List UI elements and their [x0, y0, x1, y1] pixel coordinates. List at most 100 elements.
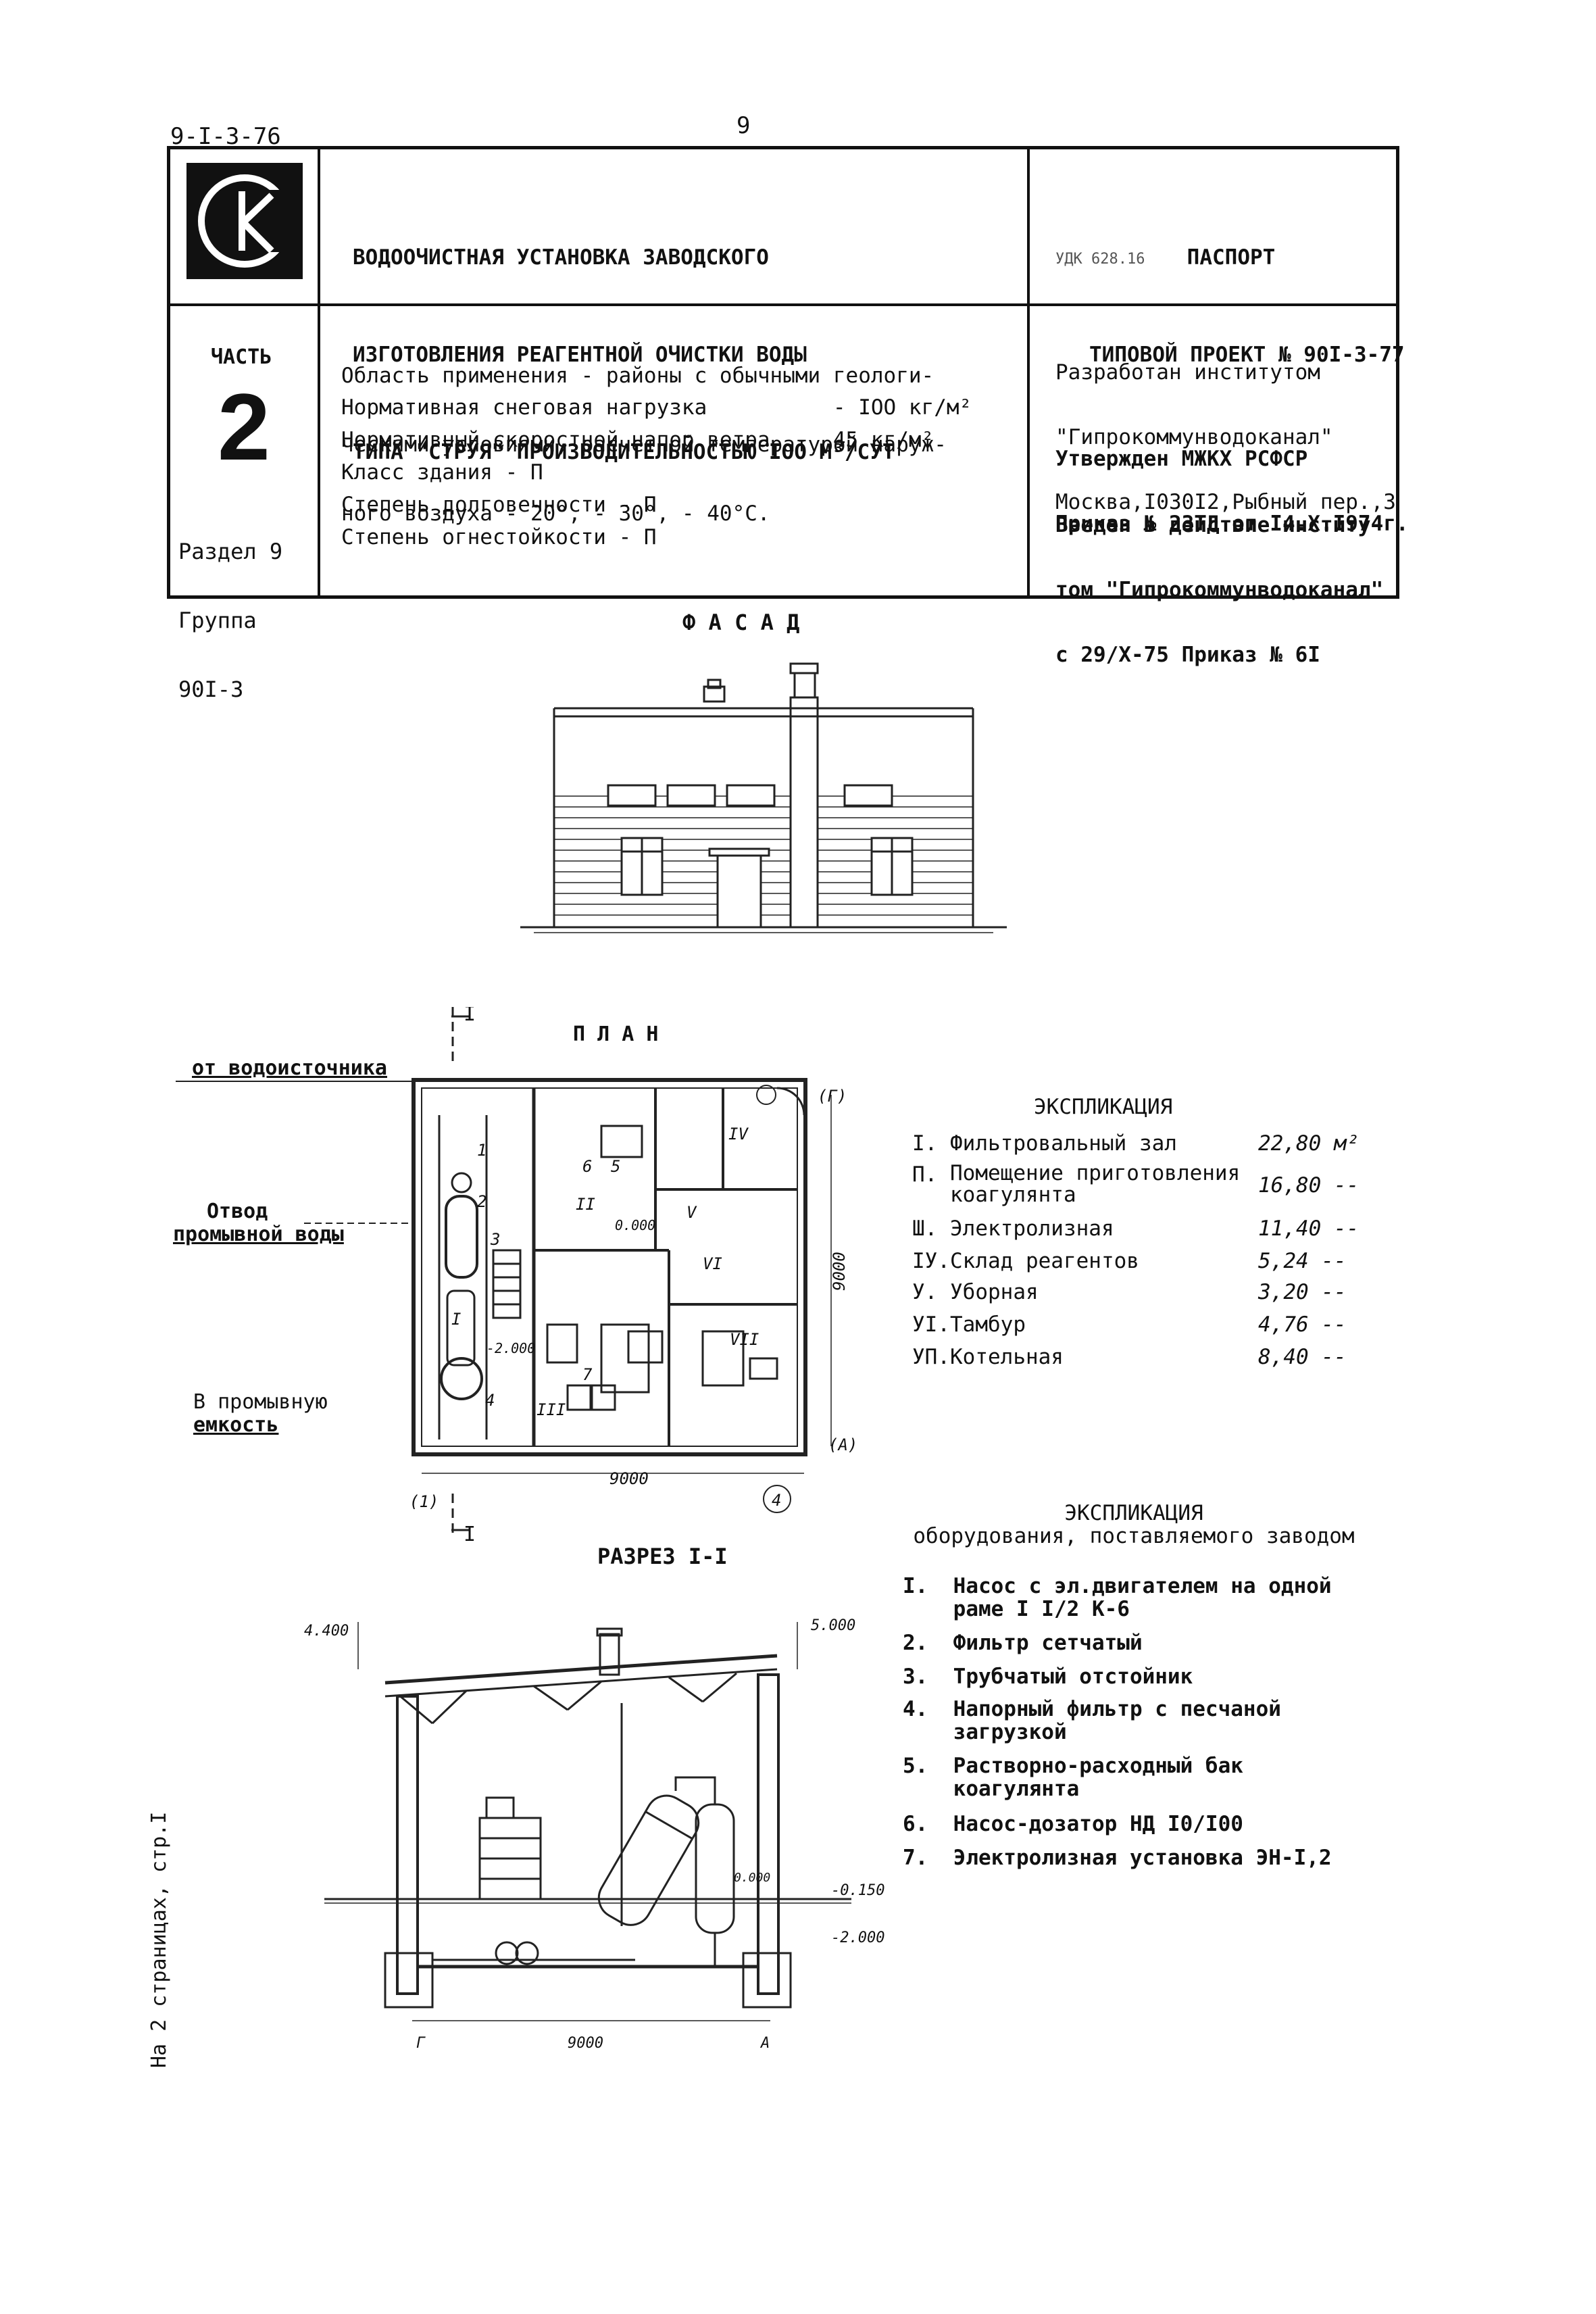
title-line-2: ИЗГОТОВЛЕНИЯ РЕАГЕНТНОЙ ОЧИСТКИ ВОДЫ: [353, 343, 807, 367]
room-7-area: 8,40 --: [1258, 1345, 1347, 1369]
plan-dim-9000-h: 9000: [609, 1469, 649, 1488]
ck-logo-icon: [186, 163, 303, 279]
section-axis-a: А: [759, 2035, 770, 2052]
enacted-line-1: Введен в действие институ-: [1055, 513, 1384, 537]
roof-vent-icon: [703, 685, 726, 703]
developer-line-3: Москва,I030I2,Рыбный пер.,3: [1055, 490, 1396, 514]
to-tank-label-2: емкость: [193, 1413, 278, 1437]
room-mark-1: I: [451, 1310, 461, 1329]
equipment-item-6: 6. Насос-дозатор НД I0/I00: [903, 1812, 1243, 1836]
developer-line-2: "Гипрокоммунводоканал": [1055, 425, 1333, 449]
equip-mark-5: 5: [611, 1157, 620, 1176]
equipment-item-3: 3. Трубчатый отстойник: [903, 1665, 1193, 1689]
application-area: Область применения - районы с обычными г…: [341, 318, 947, 571]
section-title: РАЗРЕЗ I-I: [597, 1544, 728, 1569]
application-line-2: ческими условиями, расчетной температуро…: [341, 433, 947, 457]
title-line-1: ВОДООЧИСТНАЯ УСТАНОВКА ЗАВОДСКОГО: [353, 245, 769, 270]
application-line-3: ного воздуха - 20°, - 30°, - 40°С.: [341, 501, 770, 526]
level-m2000: -2.000: [831, 1929, 884, 1946]
room-1-name: Фильтровальный зал: [950, 1131, 1177, 1156]
room-4-name: Склад реагентов: [950, 1249, 1139, 1273]
equip-mark-3: 3: [490, 1230, 500, 1249]
chimney: [789, 696, 819, 929]
fire-resistance-degree: Степень огнестойкости - П: [341, 525, 657, 549]
project-number: ТИПОВОЙ ПРОЕКТ № 90I-3-77: [1089, 343, 1405, 367]
room-1-area: 22,80 м²: [1258, 1131, 1360, 1156]
equipment-item-4: 4. Напорный фильтр с песчаной загрузкой: [903, 1697, 1281, 1744]
level-zero: 0.000: [615, 1217, 655, 1233]
wind-load: Нормативный скоростной напор ветра - 45 …: [341, 428, 934, 452]
part-number: 2: [218, 374, 270, 480]
room-mark-2: II: [576, 1195, 595, 1214]
facade-title: Ф А С А Д: [682, 610, 800, 635]
drain-label-1: Отвод: [207, 1200, 268, 1223]
room-7-name: Котельная: [950, 1345, 1064, 1369]
developer-line-1: Разработан институтом: [1055, 360, 1320, 385]
project-title: ВОДООЧИСТНАЯ УСТАНОВКА ЗАВОДСКОГО ИЗГОТО…: [353, 176, 895, 533]
enacted-line-3: с 29/X-75 Приказ № 6I: [1055, 643, 1320, 667]
room-2-num: П.: [912, 1162, 938, 1187]
enactment-info: Введен в действие институ- том "Гипроком…: [1055, 471, 1383, 709]
approved-line-1: Утвержден МЖКХ РСФСР: [1055, 447, 1308, 471]
room-5-num: У.: [912, 1280, 938, 1304]
room-mark-3: III: [537, 1400, 566, 1419]
durability-degree: Степень долговечности - П: [341, 493, 657, 517]
title-line-3: ТИПА "СТРУЯ" ПРОИЗВОДИТЕЛЬНОСТЬЮ IOO М³/…: [353, 440, 895, 464]
room-mark-6: VI: [703, 1254, 722, 1273]
level-minus-2: -2.000: [487, 1340, 535, 1356]
passport-header-table: ВОДООЧИСТНАЯ УСТАНОВКА ЗАВОДСКОГО ИЗГОТО…: [167, 146, 1409, 701]
explication-title: ЭКСПЛИКАЦИЯ: [1034, 1095, 1173, 1119]
drain-label-2: промывной воды: [173, 1223, 344, 1246]
room-4-area: 5,24 --: [1258, 1249, 1347, 1273]
room-4-num: IУ.: [912, 1249, 950, 1273]
equipment-item-2: 2. Фильтр сетчатый: [903, 1631, 1143, 1655]
section-group: Раздел 9 Группа 90I-3: [178, 494, 282, 747]
room-1-num: I.: [912, 1131, 938, 1156]
group-line: Группа: [178, 608, 257, 633]
section-mark-top: I: [464, 1007, 476, 1026]
axis-g-label: (Г): [818, 1087, 847, 1106]
level-5000: 5.000: [811, 1617, 855, 1634]
plan-dim-9000-v: 9000: [830, 1252, 849, 1291]
enacted-line-2: том "Гипрокоммунводоканал": [1055, 578, 1384, 602]
room-3-num: Ш.: [912, 1216, 938, 1241]
room-6-name: Тамбур: [950, 1312, 1026, 1337]
equipment-item-1: I. Насос с эл.двигателем на одной раме I…: [903, 1574, 1332, 1621]
room-6-num: УI.: [912, 1312, 950, 1337]
room-5-area: 3,20 --: [1258, 1280, 1347, 1304]
snow-load: Нормативная снеговая нагрузка - IOO кг/м…: [341, 395, 972, 420]
from-source-label: от водоисточника: [192, 1056, 387, 1080]
room-7-num: УП.: [912, 1345, 950, 1369]
section-line: Раздел 9: [178, 539, 283, 564]
page-number: 9: [737, 112, 751, 139]
floor-plan: П Л А Н I I от водоисточника Отвод промы…: [173, 1007, 857, 1546]
level-0150: -0.150: [831, 1882, 884, 1899]
application-line-1: Область применения - районы с обычными г…: [341, 364, 934, 388]
equipment-title-line-2: оборудования, поставляемого заводом: [913, 1524, 1355, 1548]
equipment-title-line-1: ЭКСПЛИКАЦИЯ: [1064, 1501, 1203, 1525]
room-2-area: 16,80 --: [1258, 1173, 1360, 1198]
plan-title: П Л А Н: [573, 1023, 658, 1046]
room-mark-5: V: [687, 1203, 697, 1222]
axis-a-label: (А): [828, 1435, 857, 1454]
equipment-item-7: 7. Электролизная установка ЭН-I,2: [903, 1846, 1332, 1870]
axis-1-label: (1): [409, 1492, 439, 1511]
room-mark-4: IV: [728, 1125, 749, 1143]
room-6-area: 4,76 --: [1258, 1312, 1347, 1337]
passport-label: ПАСПОРТ: [1187, 245, 1276, 270]
document-code: 9-I-3-76: [170, 123, 281, 150]
level-0000: 0.000: [734, 1871, 770, 1885]
facade-drawing: [520, 662, 1007, 933]
equip-mark-6: 6: [582, 1157, 592, 1176]
equip-mark-1: 1: [477, 1141, 487, 1160]
equipment-explication-title: ЭКСПЛИКАЦИЯ оборудования, поставляемого …: [904, 1502, 1364, 1548]
settler-symbol: [445, 1195, 478, 1279]
section-drawing: 4.400 5.000 -0.150 -2.000 0.000 9000 Г А: [304, 1617, 884, 2052]
part-label: ЧАСТЬ: [211, 345, 272, 369]
room-5-name: Уборная: [950, 1280, 1039, 1304]
section-dim-9000: 9000: [568, 2035, 603, 2052]
group-code: 90I-3: [178, 676, 244, 702]
room-3-area: 11,40 --: [1258, 1216, 1360, 1241]
approval-info: Утвержден МЖКХ РСФСР Приказ № 23ТД от I4…: [1055, 405, 1409, 578]
equip-mark-4: 4: [485, 1391, 495, 1410]
